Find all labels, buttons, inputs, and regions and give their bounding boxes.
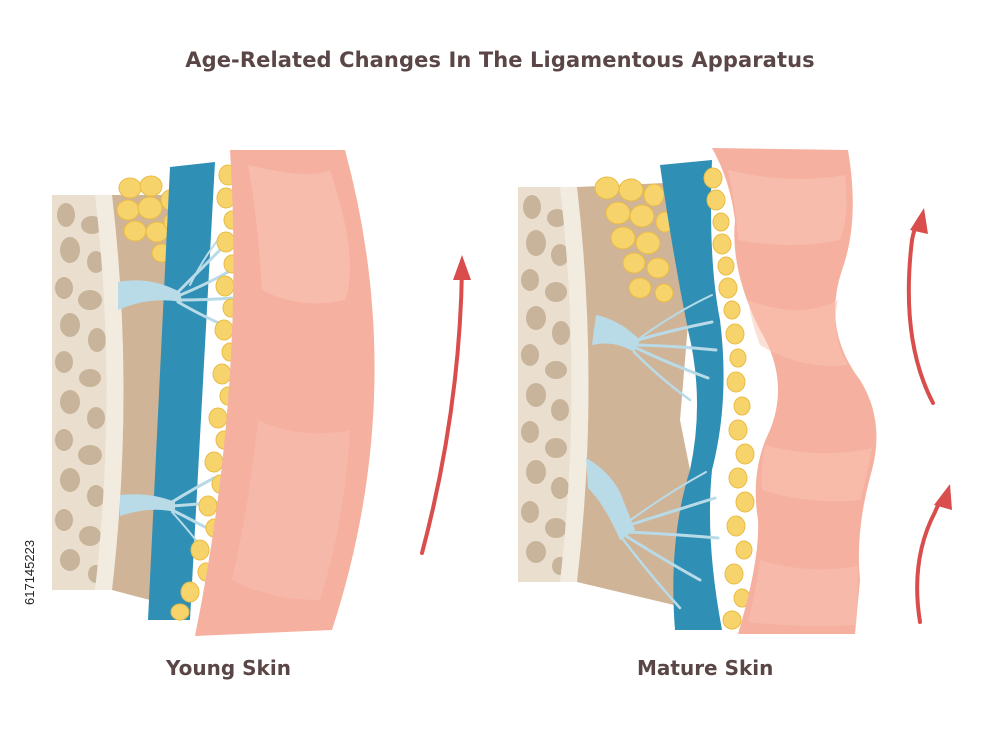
mature-fat-cluster-top bbox=[594, 176, 675, 303]
mature-ligaments bbox=[586, 294, 720, 610]
young-bone-spots bbox=[55, 203, 106, 583]
diagram-title: Age-Related Changes In The Ligamentous A… bbox=[185, 48, 815, 72]
young-skin-label: Young Skin bbox=[166, 656, 291, 680]
mature-periosteum bbox=[560, 187, 589, 582]
mature-lift-arrow-upper bbox=[906, 208, 935, 405]
mature-fat-column bbox=[703, 167, 755, 630]
mature-skin-layer bbox=[712, 148, 877, 634]
young-periosteum bbox=[95, 195, 124, 590]
young-skin-highlight bbox=[248, 165, 350, 304]
mature-lift-arrow-lower bbox=[915, 484, 952, 624]
mature-skin-label: Mature Skin bbox=[637, 656, 774, 680]
mature-skin-illustration bbox=[518, 148, 877, 634]
mature-smas-layer bbox=[660, 160, 724, 630]
young-lift-arrow bbox=[420, 255, 471, 555]
mature-bone-spots bbox=[521, 195, 570, 575]
young-skin-illustration bbox=[52, 150, 375, 636]
